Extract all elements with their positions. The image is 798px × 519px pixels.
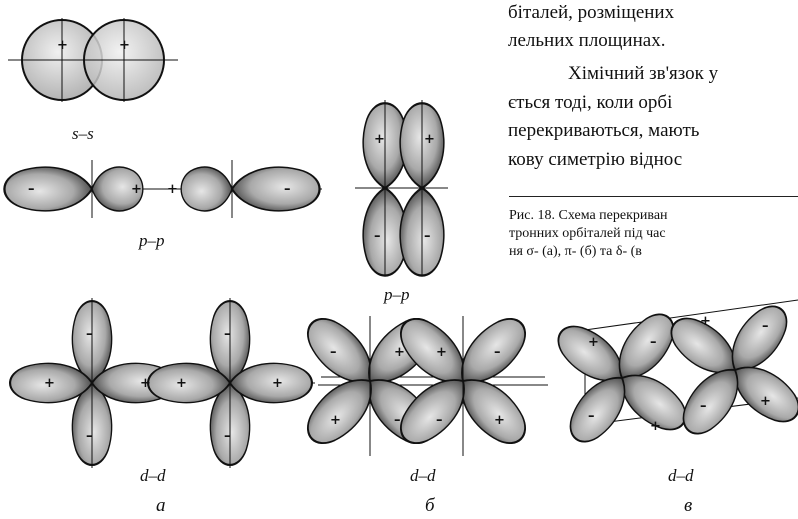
minus-sign: – (650, 335, 657, 350)
plus-sign: + (167, 182, 178, 197)
plus-sign: + (57, 38, 68, 53)
plus-sign: + (436, 345, 447, 360)
minus-sign: – (700, 399, 707, 414)
minus-sign: – (224, 327, 231, 342)
s-s-overlap-diagram: + + (8, 18, 178, 102)
caption-line: Рис. 18. Схема перекриван (509, 208, 668, 225)
body-text-line: кову симетрію віднос (508, 149, 682, 172)
panel-label-c: в (684, 496, 692, 515)
minus-sign: – (494, 345, 501, 360)
plus-sign: + (394, 345, 405, 360)
plus-sign: + (760, 394, 771, 409)
minus-sign: – (284, 182, 291, 197)
plus-sign: + (650, 419, 661, 434)
plus-sign: + (374, 132, 385, 147)
caption-line: тронних орбіталей під час (509, 226, 666, 243)
plus-sign: + (176, 376, 187, 391)
plus-sign: + (131, 182, 142, 197)
label-d-d-b: d–d (410, 467, 436, 484)
plus-sign: + (700, 314, 711, 329)
p-p-sigma-diagram: – + + – (4, 160, 322, 218)
p-p-pi-diagram: + + – – (355, 100, 448, 276)
minus-sign: – (588, 409, 595, 424)
plus-sign: + (330, 413, 341, 428)
body-text-line: ється тоді, коли орбі (508, 92, 672, 115)
d-d-pi-diagram: – + + – + – – + (297, 308, 548, 456)
body-text-line: Хімічний зв'язок у (568, 63, 718, 86)
minus-sign: – (374, 229, 381, 244)
minus-sign: – (436, 413, 443, 428)
minus-sign: – (28, 182, 35, 197)
body-text-line: біталей, розміщених (508, 2, 674, 25)
plus-sign: + (44, 376, 55, 391)
plus-sign: + (494, 413, 505, 428)
plus-sign: + (140, 376, 151, 391)
plus-sign: + (272, 376, 283, 391)
panel-label-b: б (425, 496, 435, 515)
minus-sign: – (330, 345, 337, 360)
minus-sign: – (86, 429, 93, 444)
d-d-sigma-diagram: – – + + + – – + (10, 298, 315, 468)
minus-sign: – (224, 429, 231, 444)
plus-sign: + (119, 38, 130, 53)
d-d-delta-diagram: + – – + + – – + (545, 293, 798, 454)
panel-label-a: a (156, 496, 166, 515)
label-d-d-a: d–d (140, 467, 166, 484)
plus-sign: + (424, 132, 435, 147)
label-p-p-pi: p–p (384, 286, 410, 303)
minus-sign: – (762, 319, 769, 334)
minus-sign: – (394, 413, 401, 428)
caption-line: ня σ- (a), π- (б) та δ- (в (509, 244, 642, 261)
plus-sign: + (588, 335, 599, 350)
label-d-d-c: d–d (668, 467, 694, 484)
body-text-line: перекриваються, мають (508, 120, 699, 143)
minus-sign: – (424, 229, 431, 244)
caption-rule (509, 196, 798, 197)
label-p-p-sigma: p–p (139, 232, 165, 249)
body-text-line: лельних площинах. (508, 30, 665, 53)
label-s-s: s–s (72, 125, 94, 142)
minus-sign: – (86, 327, 93, 342)
